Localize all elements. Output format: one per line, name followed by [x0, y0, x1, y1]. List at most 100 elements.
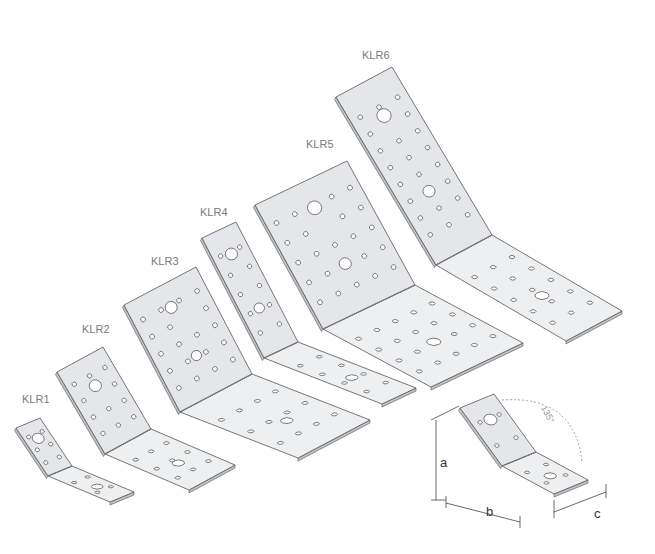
bracket-hole — [87, 378, 104, 394]
bracket-hole — [48, 442, 54, 447]
bracket-hole — [30, 432, 46, 445]
bracket-hole — [302, 231, 309, 237]
fold-line — [180, 374, 252, 412]
bracket-hole — [115, 422, 121, 428]
bracket-hole — [265, 420, 274, 424]
bracket-hole — [102, 365, 108, 371]
bracket-hole — [411, 330, 420, 334]
bracket-hole — [203, 349, 209, 355]
bracket-hole — [529, 309, 537, 313]
bracket-hole — [276, 441, 285, 445]
bracket-hole — [393, 339, 402, 343]
bracket-hole — [421, 183, 438, 199]
bracket-hole — [395, 358, 404, 362]
bracket-hole — [235, 408, 244, 412]
bracket-hole — [90, 414, 96, 420]
bracket-hole — [566, 289, 574, 293]
bracket-hole — [170, 459, 187, 467]
bracket-hole — [296, 364, 304, 367]
bracket-hole — [176, 341, 182, 347]
fold-line — [436, 235, 492, 265]
bracket-hole — [359, 372, 367, 375]
upper-plate — [57, 347, 151, 454]
bracket-hole — [417, 215, 423, 221]
part-label: KLR2 — [82, 324, 110, 335]
bracket-hole — [149, 333, 155, 339]
bracket-hole — [140, 316, 146, 322]
bracket-hole — [306, 279, 313, 285]
bracket-hole — [183, 450, 191, 454]
bracket-hole — [343, 374, 361, 382]
dimension-label: c — [594, 507, 601, 520]
bracket-hole — [81, 398, 87, 404]
bracket-hole — [353, 282, 360, 288]
bracket-hole — [153, 467, 161, 471]
bracket-hole — [283, 410, 292, 414]
bracket-hole — [176, 297, 182, 303]
bracket-hole — [361, 253, 368, 259]
bracket-hole — [247, 263, 253, 269]
bracket-hole — [278, 417, 295, 425]
bracket-hole — [427, 232, 433, 238]
angle-bracket — [459, 394, 589, 497]
extension-line — [431, 500, 446, 501]
bracket-hole — [271, 389, 280, 393]
bracket-hole — [424, 337, 444, 347]
bracket-hole — [367, 131, 373, 137]
bracket-hole — [415, 369, 424, 373]
bracket-hole — [387, 165, 393, 171]
bracket-hole — [374, 347, 383, 351]
bracket-hole — [468, 323, 477, 327]
extension-line — [431, 406, 459, 420]
bracket-hole — [71, 381, 77, 387]
bracket-hole — [221, 339, 227, 345]
fold-line — [264, 342, 298, 358]
fold-line — [105, 429, 151, 454]
bracket-hole — [390, 264, 397, 270]
lower-plate — [436, 235, 622, 341]
part-label: KLR1 — [22, 394, 50, 405]
bracket-hole — [223, 246, 239, 262]
bracket-hole — [489, 334, 498, 338]
dimension-label: b — [486, 505, 493, 518]
bracket-hole — [167, 368, 173, 374]
bracket-hole — [276, 321, 282, 327]
angle-bracket — [335, 67, 623, 344]
extension-line — [554, 500, 555, 518]
bracket-hole — [567, 310, 575, 314]
bracket-hole — [494, 443, 500, 448]
bracket-hole — [490, 286, 498, 290]
part-label: KLR5 — [306, 139, 334, 150]
bracket-hole — [312, 422, 321, 426]
bracket-hole — [430, 321, 439, 325]
dimension-line — [436, 420, 437, 500]
bracket-hole — [448, 312, 457, 316]
bracket-hole — [228, 272, 234, 278]
bracket-hole — [56, 455, 62, 460]
part-label: KLR6 — [362, 50, 390, 61]
bracket-hole — [174, 476, 182, 480]
bracket-hole — [377, 148, 383, 154]
bracket-hole — [337, 256, 353, 272]
bracket-hole — [527, 266, 535, 270]
bracket-hole — [496, 412, 502, 417]
bracket-hole — [397, 181, 403, 187]
upper-plate — [460, 394, 536, 466]
extension-line — [606, 484, 607, 498]
bracket-hole — [350, 233, 357, 239]
fold-line — [323, 285, 415, 329]
bracket-hole — [373, 328, 382, 332]
bracket-hole — [295, 259, 302, 265]
bracket-hole — [190, 349, 204, 363]
bracket-hole — [528, 288, 536, 292]
bracket-hole — [391, 319, 400, 323]
dimension-line — [446, 503, 520, 522]
angle-label: 135° — [539, 404, 556, 425]
bracket-hole — [107, 485, 114, 488]
bracket-hole — [252, 301, 266, 314]
bracket-hole — [382, 381, 390, 384]
bracket-hole — [363, 390, 371, 393]
bracket-hole — [257, 283, 263, 289]
